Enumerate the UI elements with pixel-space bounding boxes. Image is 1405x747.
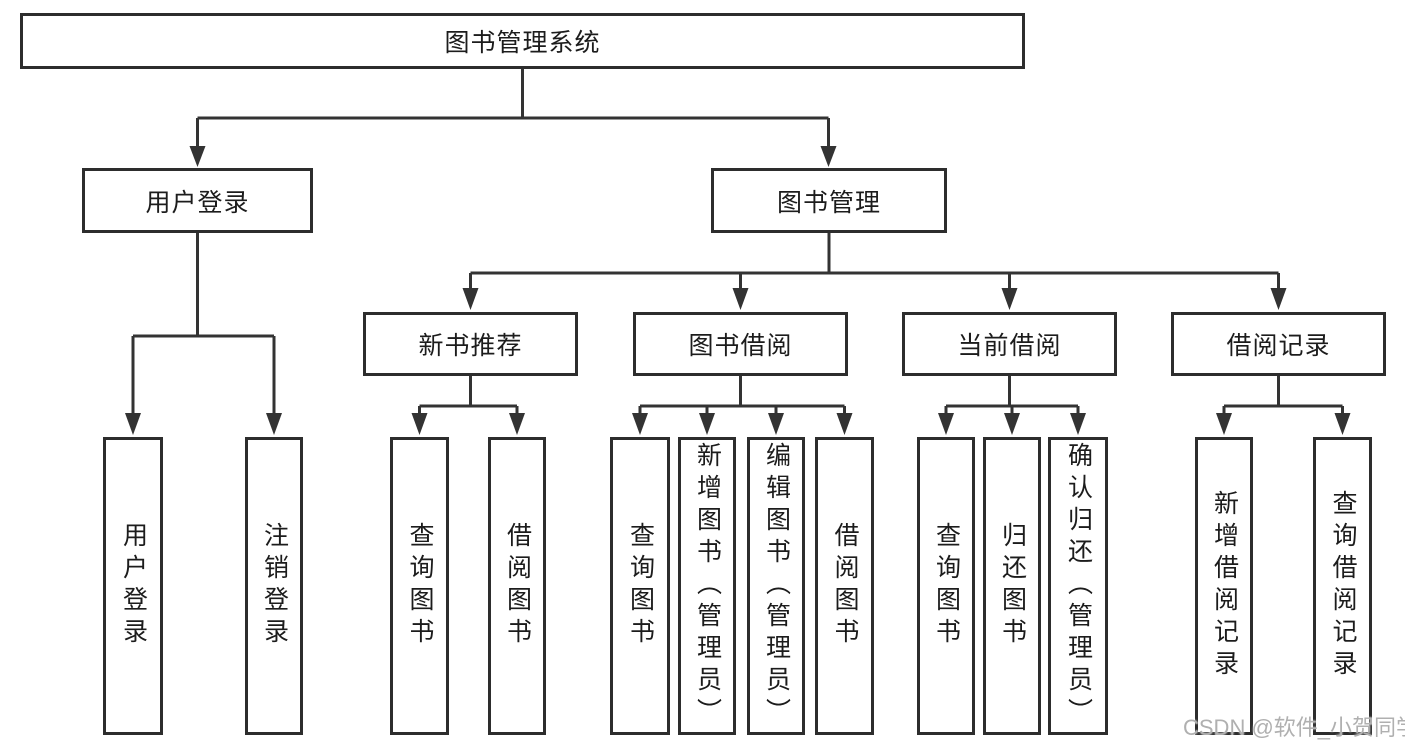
connector-new-books-branch bbox=[411, 376, 525, 435]
leaf-add-books-admin-label: 新增图书（管理员） bbox=[693, 442, 722, 730]
leaf-edit-books-admin-label: 编辑图书（管理员） bbox=[762, 442, 791, 730]
leaf-add-borrow-record: 新增借阅记录 bbox=[1195, 437, 1253, 735]
leaf-borrow-books-borrowing: 借阅图书 bbox=[815, 437, 874, 735]
leaf-borrow-books-recommend-label: 借阅图书 bbox=[503, 522, 532, 650]
leaf-query-borrow-record-label: 查询借阅记录 bbox=[1329, 490, 1357, 682]
connector-borrow-records-branch bbox=[1216, 376, 1351, 435]
node-current-borrowing: 当前借阅 bbox=[902, 312, 1117, 376]
node-borrow-records-label: 借阅记录 bbox=[1226, 332, 1331, 360]
leaf-return-books: 归还图书 bbox=[983, 437, 1041, 735]
leaf-edit-books-admin: 编辑图书（管理员） bbox=[747, 437, 805, 735]
leaf-borrow-books-recommend: 借阅图书 bbox=[488, 437, 546, 735]
leaf-query-books-recommend: 查询图书 bbox=[390, 437, 449, 735]
node-borrow-records: 借阅记录 bbox=[1171, 312, 1386, 376]
leaf-confirm-return-admin: 确认归还（管理员） bbox=[1048, 437, 1108, 735]
leaf-query-books-current: 查询图书 bbox=[917, 437, 975, 735]
node-root-label: 图书管理系统 bbox=[444, 29, 601, 57]
connector-root-to-level2 bbox=[189, 69, 837, 167]
node-current-borrowing-label: 当前借阅 bbox=[957, 332, 1062, 360]
leaf-query-books-borrowing-label: 查询图书 bbox=[626, 522, 655, 650]
node-new-book-recommend-label: 新书推荐 bbox=[418, 332, 523, 360]
node-book-management-label: 图书管理 bbox=[776, 188, 881, 217]
connector-user-login-branch bbox=[125, 233, 282, 435]
node-book-borrowing: 图书借阅 bbox=[633, 312, 848, 376]
leaf-logout-label: 注销登录 bbox=[260, 522, 289, 650]
leaf-query-books-recommend-label: 查询图书 bbox=[406, 522, 434, 650]
leaf-add-books-admin: 新增图书（管理员） bbox=[678, 437, 736, 735]
leaf-query-books-current-label: 查询图书 bbox=[932, 522, 961, 650]
leaf-add-borrow-record-label: 新增借阅记录 bbox=[1210, 490, 1239, 682]
leaf-query-borrow-record: 查询借阅记录 bbox=[1313, 437, 1372, 735]
leaf-user-login-label: 用户登录 bbox=[119, 522, 148, 650]
connector-book-mgmt-branch bbox=[462, 233, 1287, 310]
leaf-confirm-return-admin-label: 确认归还（管理员） bbox=[1064, 442, 1093, 730]
node-book-management: 图书管理 bbox=[711, 168, 947, 233]
connector-book-borrow-branch bbox=[632, 376, 853, 435]
leaf-return-books-label: 归还图书 bbox=[998, 522, 1027, 650]
csdn-watermark: CSDN @软件_小贺同学 bbox=[1183, 715, 1405, 740]
connector-current-borrow-branch bbox=[938, 376, 1086, 435]
leaf-user-login: 用户登录 bbox=[103, 437, 163, 735]
node-book-borrowing-label: 图书借阅 bbox=[688, 332, 793, 360]
node-user-login-label: 用户登录 bbox=[145, 188, 250, 217]
node-root-system: 图书管理系统 bbox=[20, 13, 1025, 69]
leaf-logout: 注销登录 bbox=[245, 437, 303, 735]
leaf-query-books-borrowing: 查询图书 bbox=[610, 437, 670, 735]
node-new-book-recommend: 新书推荐 bbox=[363, 312, 578, 376]
node-user-login: 用户登录 bbox=[82, 168, 313, 233]
leaf-borrow-books-borrowing-label: 借阅图书 bbox=[831, 522, 859, 650]
